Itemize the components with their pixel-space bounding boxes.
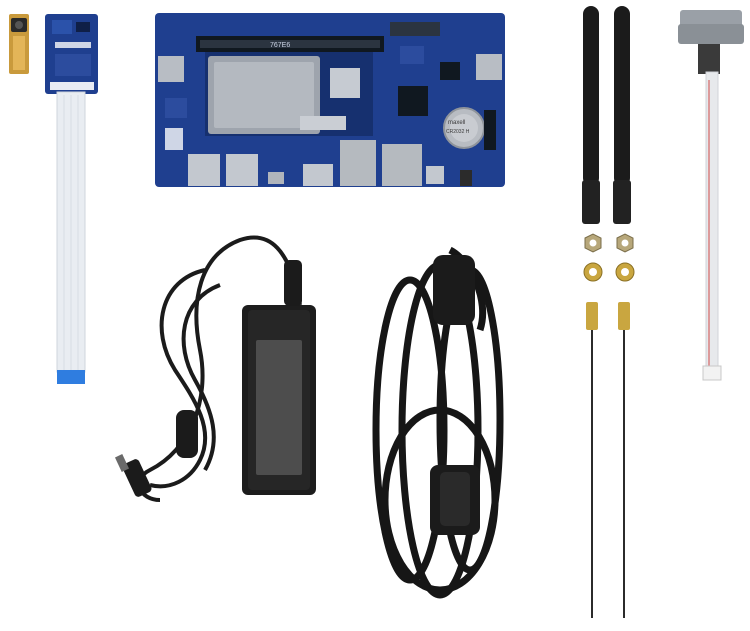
battery-brand: maxell: [448, 120, 465, 126]
battery-model: CR2032 H: [446, 129, 470, 135]
serial-cable: [678, 10, 744, 381]
camera-module: [9, 14, 98, 384]
antenna-hardware: [583, 233, 635, 618]
carrier-board: [155, 13, 505, 187]
power-cord: [372, 246, 504, 599]
power-adapter: [114, 235, 316, 502]
slot-label: 767E6: [270, 42, 290, 49]
antennas: [582, 6, 631, 224]
